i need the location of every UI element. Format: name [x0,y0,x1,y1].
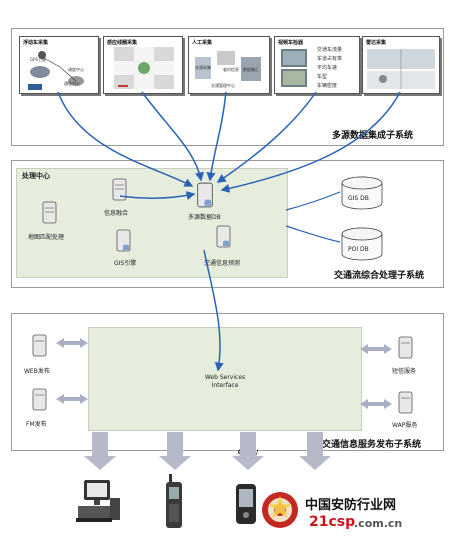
site-logo-url-domain: .com.cn [354,517,403,530]
server-icon [42,201,57,224]
web-publish-server-icon [32,334,47,357]
source-induction-loop: 感应线圈采集 [103,36,183,94]
fm-publish-server-icon [32,388,47,411]
ws-line-2: Interface [211,382,239,389]
protocol-fm: FM [309,453,321,460]
note-vehicle-type: 车型 [317,74,328,80]
note-data-hub: 数据集汇 [243,67,259,72]
site-logo-name: 中国安防行业网 [305,498,397,513]
fm-publish-label: FM发布 [26,421,47,428]
source-title: 视频车检器 [278,40,304,46]
source-title: 浮动车采集 [23,40,49,46]
note-occupancy: 车道占有率 [317,56,343,62]
ws-line-1: Web Services [204,374,246,381]
collection-subsystem-title: 多源数据集成子系统 [332,131,414,141]
source-title: 人工采集 [192,40,213,46]
protocol-sms: SMS [167,453,183,460]
prediction-server-icon [216,225,231,248]
manual-collection-illustration [195,51,261,81]
web-services-label: Web Services Interface [89,374,361,390]
web-services-box: Web Services Interface [88,327,362,431]
desktop-computer-icon [76,480,120,522]
node-multisource-db: 多源数据DB [188,214,221,221]
node-map-matching: 地图匹配处理 [28,234,65,241]
gis-engine-icon [116,229,131,252]
poi-db-cylinder-icon [341,227,383,261]
intersection-illustration [114,47,174,89]
site-logo-url-red: 21csp [309,514,356,530]
sms-service-server-icon [398,336,413,359]
node-gis-engine: GIS引擎 [114,260,137,267]
note-traffic-collect: 交通采集 [195,65,211,70]
smartphone-icon [236,484,256,524]
note-density: 车辆密度 [317,83,338,89]
source-floating-car: 浮动车采集 GPS卫星 通信中心 调度中心 [19,36,99,94]
wap-service-label: WAP服务 [392,422,418,429]
source-title: 雷达采集 [366,40,387,46]
db-server-icon [197,182,213,208]
sms-service-label: 短信服务 [392,368,417,375]
protocol-http: Http [92,453,108,460]
floating-car-illustration [28,51,84,90]
note-comm-center: 通信中心 [64,81,80,86]
node-info-fusion: 信息融合 [104,210,129,217]
note-tmc: 交通管理中心 [211,83,235,88]
web-publish-label: WEB发布 [24,368,50,375]
note-temp-info: 临时信息 [223,67,239,72]
radio-icon [262,492,298,528]
processing-subsystem-title: 交通流综合处理子系统 [334,271,425,281]
note-avg-speed: 平均车速 [317,65,338,71]
protocol-gprs-cdma: GPRS/ CDMA [237,449,259,462]
source-radar: 雷达采集 [362,36,440,94]
publishing-subsystem-title: 交通信息服务发布子系统 [322,440,422,450]
processing-center-label: 处理中心 [22,172,50,180]
source-manual: 人工采集 交通采集 临时信息 交通管理中心 数据集汇 [188,36,270,94]
video-screens-illustration [281,49,307,87]
mobile-phone-icon [166,474,182,528]
source-title: 感应线圈采集 [107,40,138,46]
gis-db-label: GIS DB [348,195,369,202]
note-flow: 交通车流量 [317,47,343,53]
source-video-detector: 视频车检器 交通车流量 车道占有率 平均车速 车型 车辆密度 [274,36,360,94]
gis-db-cylinder-icon [341,176,383,210]
note-dispatch: 调度中心 [68,67,84,72]
node-traffic-prediction: 交通信息预测 [204,260,241,267]
server-icon [112,178,127,201]
poi-db-label: POI DB [348,246,369,253]
radar-illustration [367,49,435,89]
wap-service-server-icon [398,391,413,414]
note-gps: GPS卫星 [30,57,47,62]
